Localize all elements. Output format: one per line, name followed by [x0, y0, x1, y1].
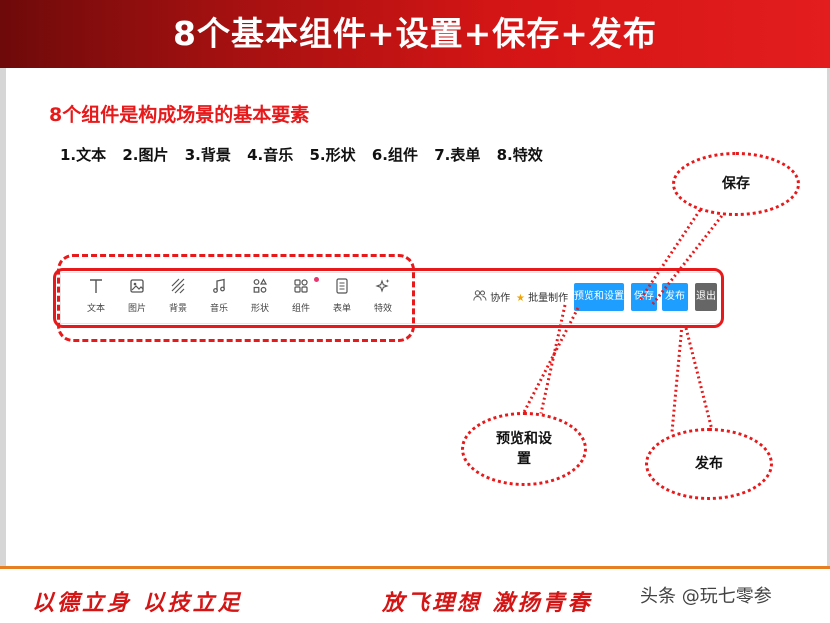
tool-label: 表单: [332, 304, 351, 314]
footer-motto-left: 以德立身 以技立足: [32, 590, 243, 616]
effect-icon: [363, 277, 403, 299]
image-icon: [117, 277, 157, 299]
footer-divider: [0, 566, 830, 569]
tool-label: 背景: [168, 304, 187, 314]
background-icon: [158, 277, 198, 299]
tool-text[interactable]: 文本: [76, 277, 116, 314]
subtitle: 8个组件是构成场景的基本要素: [49, 104, 310, 126]
list-item: 5.形状: [309, 146, 356, 164]
list-item: 7.表单: [434, 146, 481, 164]
list-item: 6.组件: [371, 146, 419, 164]
users-icon: [473, 290, 490, 304]
list-item: 3.背景: [184, 146, 231, 164]
tool-background[interactable]: 背景: [158, 277, 198, 314]
star-icon: ★: [516, 293, 525, 304]
tool-label: 图片: [127, 304, 146, 314]
footer-motto-right: 放飞理想 激扬青春: [382, 590, 593, 616]
music-icon: [199, 277, 239, 299]
preview-settings-button[interactable]: 预览和设置: [574, 283, 624, 311]
save-button[interactable]: 保存: [631, 283, 657, 311]
collab-label: 协作: [490, 293, 511, 304]
tool-shape[interactable]: 形状: [240, 277, 280, 314]
list-item: 1.文本: [60, 146, 107, 164]
tool-label: 文本: [86, 304, 105, 314]
preview-callout: 预览和设置: [461, 412, 587, 486]
save-callout-label: 保存: [722, 176, 750, 192]
save-callout: 保存: [672, 152, 800, 216]
form-icon: [322, 277, 362, 299]
tool-label: 特效: [373, 304, 392, 314]
publish-callout: 发布: [645, 428, 773, 500]
editor-toolbar: 文本 图片 背景 音乐 形状 组件 表单: [60, 272, 722, 324]
batch-label: 批量制作: [528, 293, 569, 304]
tool-image[interactable]: 图片: [117, 277, 157, 314]
frame-border-left: [0, 68, 6, 568]
collab-link[interactable]: 协作: [473, 289, 510, 304]
component-icon: [281, 277, 321, 299]
list-item: 4.音乐: [247, 146, 294, 164]
preview-callout-label: 预览和设置: [496, 431, 552, 467]
batch-link[interactable]: ★ 批量制作: [516, 289, 568, 304]
list-item: 2.图片: [122, 146, 169, 164]
components-dashed-outline: [57, 254, 415, 342]
tool-label: 形状: [250, 304, 269, 314]
publish-callout-label: 发布: [695, 456, 723, 472]
frame-border-right: [827, 68, 830, 568]
exit-button[interactable]: 退出: [695, 283, 717, 311]
tool-label: 音乐: [209, 304, 228, 314]
tool-effect[interactable]: 特效: [363, 277, 403, 314]
tool-form[interactable]: 表单: [322, 277, 362, 314]
new-badge-dot: [314, 277, 319, 282]
component-list: 1.文本 2.图片 3.背景 4.音乐 5.形状 6.组件 7.表单 8.特效: [60, 144, 554, 165]
watermark: 头条 @玩七零参: [640, 586, 772, 607]
toolbar-highlight-outline: [53, 268, 724, 328]
tool-music[interactable]: 音乐: [199, 277, 239, 314]
preview-callout-line: [518, 307, 580, 421]
save-callout-line: [638, 209, 702, 301]
shape-icon: [240, 277, 280, 299]
list-item: 8.特效: [496, 146, 543, 164]
tool-component[interactable]: 组件: [281, 277, 321, 314]
text-icon: [76, 277, 116, 299]
tool-label: 组件: [291, 304, 310, 314]
publish-callout-line: [670, 324, 684, 433]
title-banner: [0, 0, 830, 68]
page-title: 8个基本组件+设置+保存+发布: [173, 14, 657, 53]
